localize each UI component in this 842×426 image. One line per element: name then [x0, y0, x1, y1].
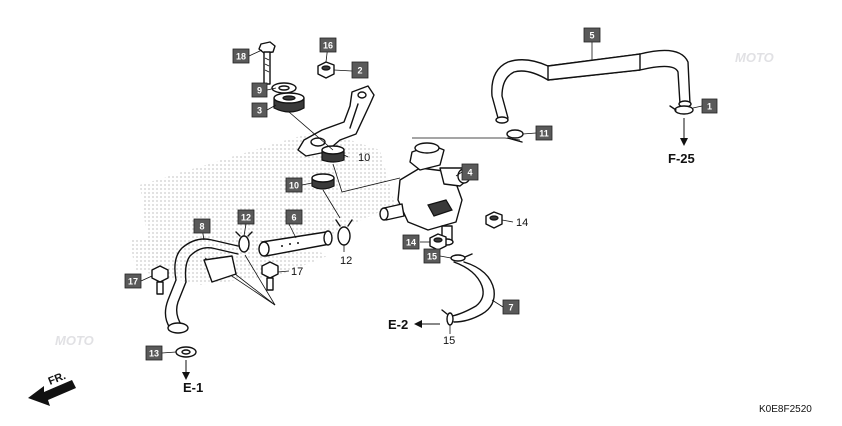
part-15-clamp-lower — [441, 309, 454, 326]
part-3-grommet — [273, 92, 305, 113]
callout-14b-label: 14 — [406, 238, 416, 248]
callout-7: 7 — [502, 299, 520, 315]
callout-14a-label: 14 — [516, 217, 528, 229]
ref-label-f25: F-25 — [668, 151, 695, 166]
arrow-to-e2 — [414, 320, 440, 328]
watermark-text: MOTO — [55, 333, 94, 348]
ref-label-e2: E-2 — [388, 317, 408, 332]
callout-18-label: 18 — [236, 52, 246, 62]
callout-1: 1 — [701, 98, 718, 114]
callout-3: 3 — [251, 102, 268, 118]
part-16-nut — [317, 61, 335, 79]
callout-18: 18 — [232, 48, 250, 64]
frame-shading — [130, 130, 395, 285]
callout-8: 8 — [193, 218, 211, 234]
callout-17b-label: 17 — [291, 266, 303, 278]
callout-6-label: 6 — [291, 213, 296, 223]
part-10-collar-upper — [321, 145, 345, 163]
callout-11: 11 — [535, 125, 553, 141]
part-11-clip — [506, 129, 524, 143]
callout-9-label: 9 — [257, 86, 262, 96]
callout-2: 2 — [351, 61, 369, 79]
callout-12b-label: 12 — [340, 255, 352, 267]
callout-5-label: 5 — [589, 31, 594, 41]
part-6-hose — [258, 230, 333, 257]
callout-1-label: 1 — [707, 102, 712, 112]
callout-17a: 17 — [124, 273, 142, 289]
front-direction-arrow: FR. — [28, 370, 76, 406]
callout-13-label: 13 — [149, 349, 159, 359]
callout-12a-label: 12 — [241, 213, 251, 223]
callout-12a: 12 — [237, 209, 255, 225]
part-8-pipe — [164, 238, 239, 334]
callout-13: 13 — [145, 345, 163, 361]
callout-10b: 10 — [285, 177, 303, 193]
callout-10b-label: 10 — [289, 181, 299, 191]
callout-5: 5 — [583, 27, 601, 43]
part-10-collar-lower — [311, 173, 335, 190]
callout-11-label: 11 — [539, 129, 549, 139]
callout-15a: 15 — [423, 248, 441, 264]
callout-8-label: 8 — [199, 222, 204, 232]
callout-15a-label: 15 — [427, 252, 437, 262]
ref-label-e1: E-1 — [183, 380, 203, 395]
callout-7-label: 7 — [508, 303, 513, 313]
part-18-bolt — [258, 41, 276, 85]
watermark-text: MOTO — [735, 50, 774, 65]
part-4-air-valve — [379, 142, 471, 246]
arrow-to-e1 — [182, 360, 190, 380]
callout-16-label: 16 — [323, 41, 333, 51]
part-15-clamp-upper — [450, 253, 473, 262]
part-7-hose — [451, 261, 495, 323]
callout-3-label: 3 — [257, 106, 262, 116]
part-1-clip — [669, 105, 694, 115]
callout-16: 16 — [319, 37, 337, 53]
callout-2-label: 2 — [357, 66, 362, 76]
part-14-nut-lower — [429, 233, 447, 251]
callout-4: 4 — [461, 163, 479, 181]
callout-17a-label: 17 — [128, 277, 138, 287]
callout-9: 9 — [251, 82, 268, 98]
arrow-to-f25 — [680, 118, 688, 146]
callout-4-label: 4 — [467, 168, 472, 178]
part-17-bolt-left — [151, 265, 169, 295]
callout-6: 6 — [285, 209, 303, 225]
part-13-gasket — [175, 346, 197, 358]
part-14-nut-right — [485, 211, 503, 229]
callout-10a-label: 10 — [358, 152, 370, 164]
diagram-code: K0E8F2520 — [759, 404, 812, 415]
part-17-bolt-right — [261, 261, 279, 291]
callout-15b-label: 15 — [443, 335, 455, 347]
part-5-hose — [491, 49, 692, 124]
part-2-bracket — [297, 85, 375, 157]
callout-leaders — [140, 42, 703, 354]
callout-14b: 14 — [402, 234, 420, 250]
